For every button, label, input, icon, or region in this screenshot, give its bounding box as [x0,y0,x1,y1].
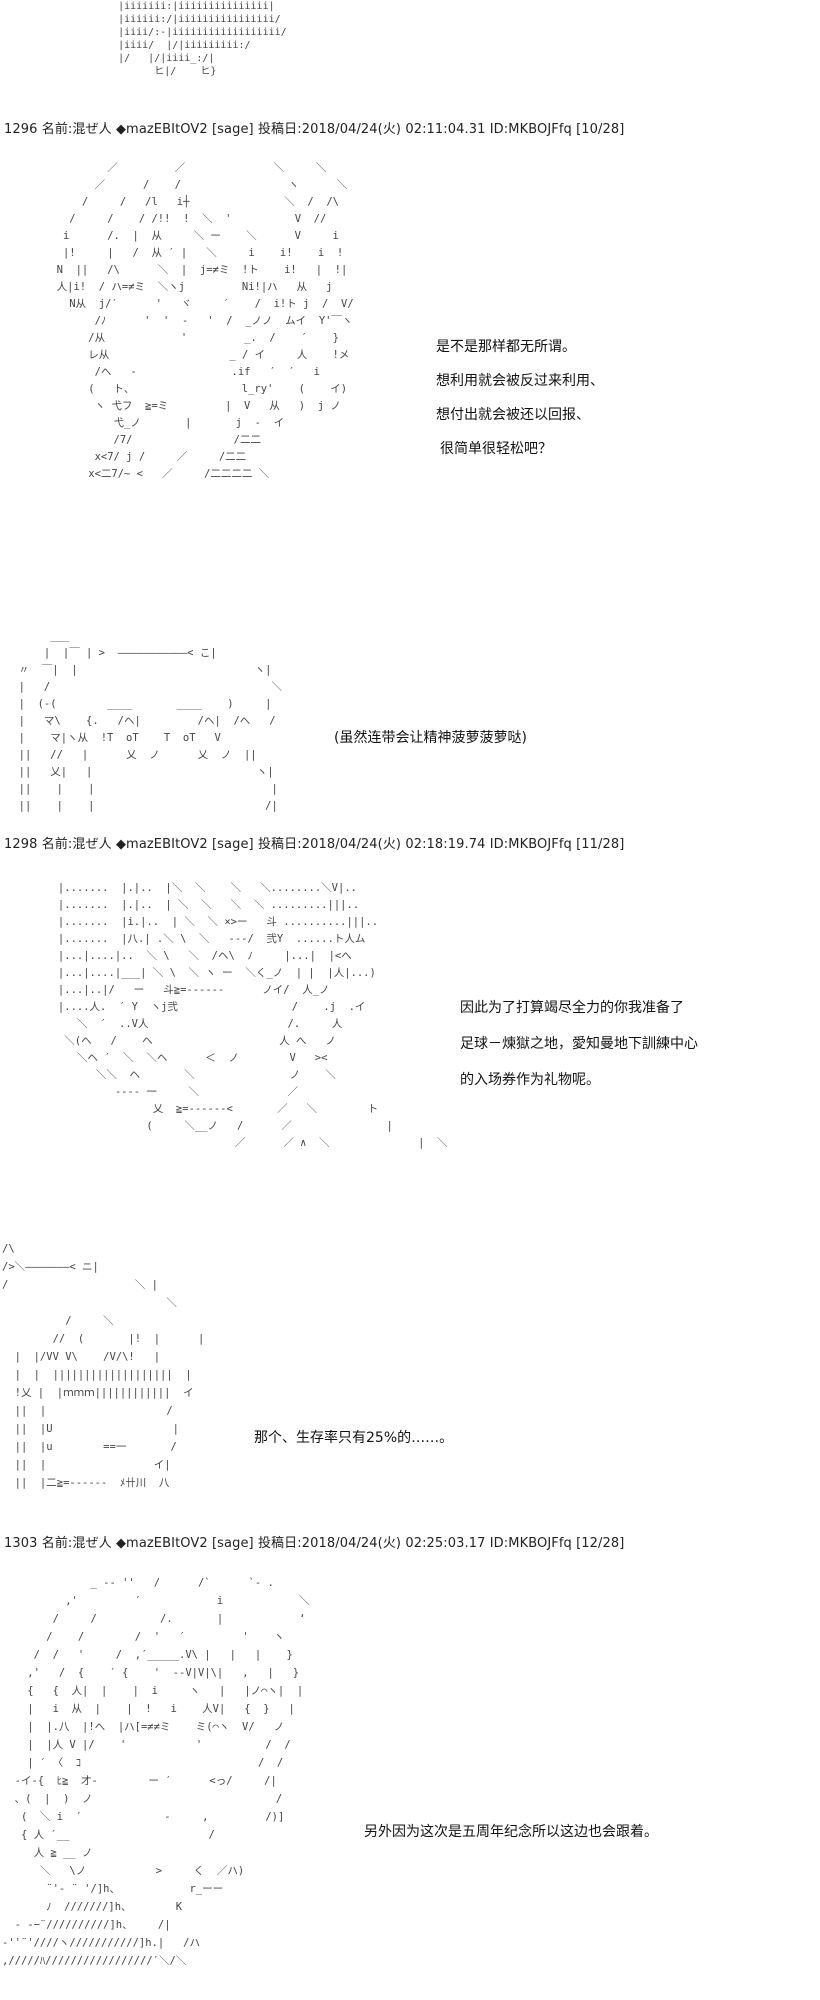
post-count: [11/28] [576,837,625,852]
ascii-art-character-1: ／ ／ ＼ ＼ ／ / / ヽ ＼ / / /l i┼ ＼ / /\ / / /… [56,162,354,480]
name-label: 名前: [41,1536,73,1551]
post-header: 1303 名前:混ぜ人 ◆mazEBItOV2 [sage] 投稿日:2018/… [4,1532,624,1551]
dialog-line: 想利用就会被反过来利用、 [436,373,604,389]
poster-trip: ◆mazEBItOV2 [115,122,208,137]
mail-field: [sage] [211,837,254,852]
poster-id: ID:MKBOJFfq [489,1536,572,1551]
dialog-line: 想付出就会被还以回报、 [436,407,590,423]
post-header: 1298 名前:混ぜ人 ◆mazEBItOV2 [sage] 投稿日:2018/… [4,833,624,852]
poster-name: 混ぜ人 [72,837,112,852]
mail-field: [sage] [211,1536,254,1551]
dialog-line: 那个、生存率只有25%的……。 [254,1430,454,1446]
dialog-line: (虽然连带会让精神菠萝菠萝哒) [334,730,527,746]
ascii-art-character-3: |....... |.|.. |＼ ＼ ＼ ＼........＼V|.. |..… [57,882,448,1149]
date-label: 投稿日: [257,122,302,137]
dialog-line: 是不是那样都无所谓。 [436,339,576,355]
post-count: [10/28] [576,122,625,137]
post-number: 1296 [4,122,38,137]
post-number: 1303 [4,1536,38,1551]
post-date: 2018/04/24(火) 02:25:03.17 [301,1536,486,1551]
post-number: 1298 [4,837,38,852]
dialog-block-1: 是不是那样都无所谓。 想利用就会被反过来利用、 想付出就会被还以回报、 很简单很… [436,330,604,466]
post-date: 2018/04/24(火) 02:11:04.31 [301,122,486,137]
name-label: 名前: [41,837,73,852]
dialog-line: 因此为了打算竭尽全力的你我准备了 [460,1000,684,1016]
post-count: [12/28] [576,1536,625,1551]
dialog-block-3: 因此为了打算竭尽全力的你我准备了 足球－煉獄之地，愛知曼地下訓練中心 的入场券作… [460,990,698,1098]
dialog-block-2: (虽然连带会让精神菠萝菠萝哒) [334,720,527,756]
name-label: 名前: [41,122,73,137]
poster-trip: ◆mazEBItOV2 [115,837,208,852]
ascii-art-character-5: _ -‐ '' / /` `‐ . ,' ′ i ＼ / / /. | ‘ / … [2,1577,310,1967]
poster-name: 混ぜ人 [72,122,112,137]
ascii-art-character-4: /\ />＼―――――――< ニ| / ＼ | ＼ / ＼ // ( |! | … [2,1243,205,1489]
dialog-block-5: 另外因为这次是五周年纪念所以这边也会跟着。 [364,1814,658,1850]
dialog-line: 很简单很轻松吧？ [440,441,552,457]
post-date: 2018/04/24(火) 02:18:19.74 [301,837,486,852]
ascii-art-fragment-top: |iiiiiii:|iiiiiiiiiiiiiii| |iiiiii:/|iii… [118,1,287,77]
ascii-art-character-2: ___ | |￣ | > ―――――――――――< こ| 〃 ￣| | ヽ| |… [18,630,283,812]
dialog-block-4: 那个、生存率只有25%的……。 [254,1420,453,1456]
poster-id: ID:MKBOJFfq [489,837,572,852]
date-label: 投稿日: [257,837,302,852]
post-header: 1296 名前:混ぜ人 ◆mazEBItOV2 [sage] 投稿日:2018/… [4,118,624,137]
poster-id: ID:MKBOJFfq [489,122,572,137]
date-label: 投稿日: [257,1536,302,1551]
poster-name: 混ぜ人 [72,1536,112,1551]
dialog-line: 足球－煉獄之地，愛知曼地下訓練中心 [460,1036,698,1052]
mail-field: [sage] [211,122,254,137]
dialog-line: 的入场券作为礼物呢。 [460,1072,600,1088]
poster-trip: ◆mazEBItOV2 [115,1536,208,1551]
dialog-line: 另外因为这次是五周年纪念所以这边也会跟着。 [364,1824,658,1840]
